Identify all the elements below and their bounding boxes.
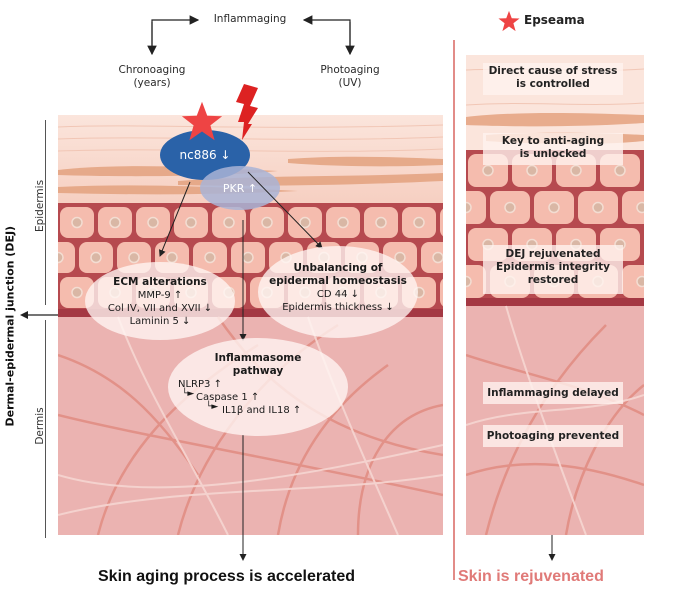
outcome-photoaging-text: Photoaging prevented — [486, 430, 620, 442]
inflammasome-il-text: IL1β and IL18 ↑ — [222, 405, 302, 416]
cell-nucleus — [548, 201, 560, 214]
cell-nucleus — [204, 251, 216, 264]
cell-nucleus — [413, 216, 425, 229]
epidermal-cell — [466, 191, 486, 224]
cell-nucleus — [482, 164, 494, 177]
photoaging-line2: (UV) — [338, 77, 362, 89]
legend-label: Epseama — [524, 13, 585, 27]
star-icon — [498, 10, 520, 32]
cell-nucleus — [261, 216, 273, 229]
ecm-line-laminin: Laminin 5 ↓ — [129, 316, 191, 327]
outcome-box-inflammaging: Inflammaging delayed — [483, 382, 623, 404]
epidermal-cell — [440, 208, 443, 237]
cell-nucleus — [147, 216, 159, 229]
header-arrows — [147, 15, 355, 56]
outcome-antiaging-line2: is unlocked — [519, 148, 587, 160]
inflammasome-ellipse: Inflammasome pathway NLRP3 ↑ └► Caspase … — [168, 338, 348, 436]
lightning-icon — [236, 84, 258, 140]
cell-nucleus — [526, 164, 538, 177]
outcome-dej-line3: restored — [527, 274, 579, 286]
star-icon — [181, 101, 223, 141]
cell-nucleus — [592, 201, 604, 214]
epidermal-cell — [440, 278, 443, 307]
arrow-to-unbalancing — [247, 171, 323, 249]
cell-nucleus — [466, 201, 472, 214]
inflammasome-title-2: pathway — [232, 365, 284, 377]
panel-divider — [453, 40, 455, 580]
unbalancing-title-1: Unbalancing of — [293, 262, 383, 274]
chronoaging-line2: (years) — [133, 77, 171, 89]
cell-nucleus — [570, 164, 582, 177]
chronoaging-line1: Chronoaging — [118, 64, 186, 76]
ecm-alterations-ellipse: ECM alterations MMP-9 ↑ Col IV, VII and … — [85, 262, 235, 340]
epidermal-cell — [622, 265, 644, 298]
cell-nucleus — [466, 275, 472, 288]
inflammasome-line-caspase: └► Caspase 1 ↑ — [168, 389, 348, 404]
epidermal-cell — [622, 191, 644, 224]
outcome-box-dej: DEJ rejuvenated Epidermis integrity rest… — [483, 245, 623, 294]
right-skin-illustration — [466, 55, 644, 535]
left-outcome-label: Skin aging process is accelerated — [98, 568, 356, 585]
cell-nucleus — [185, 216, 197, 229]
pkr-label: PKR ↑ — [222, 182, 258, 195]
cell-nucleus — [109, 216, 121, 229]
cell-nucleus — [299, 216, 311, 229]
photoaging-label: Photoaging (UV) — [300, 64, 400, 90]
inflammasome-line-nlrp3: NLRP3 ↑ — [178, 379, 222, 390]
chronoaging-label: Chronoaging (years) — [102, 64, 202, 90]
outcome-antiaging-line1: Key to anti-aging — [501, 135, 605, 147]
cell-nucleus — [614, 164, 626, 177]
outcome-box-antiaging: Key to anti-aging is unlocked — [483, 133, 623, 165]
ecm-title: ECM alterations — [113, 276, 207, 288]
cell-nucleus — [337, 216, 349, 229]
cell-nucleus — [375, 216, 387, 229]
outcome-stress-line1: Direct cause of stress — [488, 65, 618, 77]
outcome-dej-line2: Epidermis integrity — [496, 261, 610, 273]
cell-nucleus — [71, 216, 83, 229]
inflammasome-title-1: Inflammasome — [214, 352, 302, 364]
inflammaging-label: Inflammaging — [213, 13, 287, 25]
sub-arrow-icon: └► — [206, 402, 219, 412]
right-outcome-label: Skin is rejuvenated — [458, 568, 604, 585]
dermis-bracket — [45, 320, 46, 538]
photoaging-line1: Photoaging — [320, 64, 380, 76]
cell-nucleus — [432, 251, 443, 264]
pkr-ellipse — [200, 166, 280, 210]
outcome-box-photoaging: Photoaging prevented — [483, 425, 623, 447]
cell-nucleus — [71, 286, 83, 299]
cell-nucleus — [90, 251, 102, 264]
epidermis-bracket — [45, 120, 46, 305]
sub-arrow-icon: └► — [182, 389, 195, 399]
right-skin-panel — [466, 55, 644, 535]
nc886-label: nc886 ↓ — [179, 148, 231, 162]
unbalancing-line-thickness: Epidermis thickness ↓ — [282, 302, 394, 313]
unbalancing-line-cd44: CD 44 ↓ — [316, 289, 360, 300]
inflammasome-caspase-text: Caspase 1 ↑ — [196, 392, 260, 403]
cell-nucleus — [636, 201, 644, 214]
cell-nucleus — [58, 251, 64, 264]
arrow-to-ecm — [159, 181, 191, 257]
ecm-line-col: Col IV, VII and XVII ↓ — [107, 303, 213, 314]
cell-nucleus — [223, 216, 235, 229]
ecm-line-mmp9: MMP-9 ↑ — [137, 290, 183, 301]
inflammasome-line-il: └► IL1β and IL18 ↑ — [168, 402, 348, 417]
outcome-stress-line2: is controlled — [516, 78, 590, 90]
cell-nucleus — [504, 201, 516, 214]
cell-nucleus — [128, 251, 140, 264]
outcome-dej-line1: DEJ rejuvenated — [505, 248, 601, 260]
unbalancing-ellipse: Unbalancing of epidermal homeostasis CD … — [258, 246, 418, 338]
epidermal-cell — [466, 265, 486, 298]
epidermal-cell — [58, 242, 75, 273]
cell-nucleus — [636, 275, 644, 288]
outcome-inflammaging-text: Inflammaging delayed — [487, 387, 619, 399]
unbalancing-title-2: epidermal homeostasis — [269, 275, 407, 287]
outcome-box-stress: Direct cause of stress is controlled — [483, 63, 623, 95]
epidermal-cell — [421, 242, 443, 273]
